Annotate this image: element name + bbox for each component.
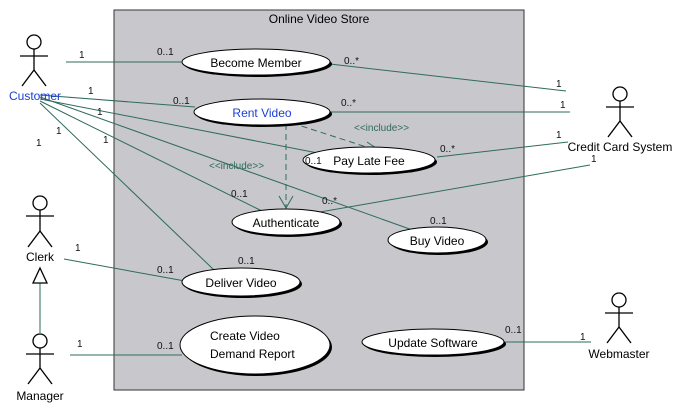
- multiplicity: 0..1: [157, 341, 174, 352]
- use-case-label-line1: Create Video: [210, 329, 280, 343]
- actor-label: Manager: [16, 389, 63, 403]
- actor-label: Credit Card System: [568, 140, 673, 154]
- include-label-authenticate: <<include>>: [209, 161, 264, 172]
- use-case-label: Update Software: [388, 336, 478, 350]
- include-label-pay-late-fee: <<include>>: [354, 123, 409, 134]
- generalization-arrowhead: [31, 266, 49, 284]
- use-case-create-video-demand-report[interactable]: Create Video Demand Report: [179, 315, 332, 376]
- actor-label: Webmaster: [588, 347, 649, 361]
- assoc-ccs-become-member: [329, 63, 567, 92]
- use-case-pay-late-fee[interactable]: Pay Late Fee: [302, 146, 437, 175]
- use-case-label: Become Member: [210, 56, 301, 70]
- multiplicity: 0..*: [341, 98, 356, 109]
- include-arrowhead-authenticate: [278, 195, 294, 209]
- multiplicity: 1: [56, 126, 62, 137]
- use-case-rent-video[interactable]: Rent Video: [193, 98, 332, 127]
- multiplicity: 1: [88, 86, 94, 97]
- actor-customer-icon: [20, 34, 48, 87]
- multiplicity: 1: [560, 100, 566, 111]
- multiplicity: 1: [556, 79, 562, 90]
- multiplicity-labels: 1 0..1 1 0..1 1 0..1 1 0..1 1 0..1 1 0..…: [36, 47, 597, 352]
- multiplicity: 1: [75, 243, 81, 254]
- assoc-clerk-deliver-video: [63, 258, 186, 282]
- actor-clerk-icon: [26, 195, 54, 248]
- assoc-customer-authenticate: [39, 100, 263, 212]
- use-case-update-software[interactable]: Update Software: [361, 328, 506, 357]
- multiplicity: 0..1: [173, 96, 190, 107]
- include-rent-pay-late-fee: [291, 122, 383, 153]
- actor-credit-card-system-icon: [606, 86, 634, 138]
- multiplicity: 1: [591, 154, 597, 165]
- multiplicity: 0..1: [305, 156, 322, 167]
- multiplicity: 0..*: [440, 144, 455, 155]
- assoc-customer-deliver-video: [39, 102, 215, 271]
- multiplicity: 1: [36, 138, 42, 149]
- actor-clerk[interactable]: Clerk: [26, 195, 55, 264]
- actor-label: Customer: [9, 89, 61, 103]
- multiplicity: 1: [580, 332, 586, 343]
- actor-manager[interactable]: Manager: [16, 333, 64, 403]
- multiplicity: 0..1: [157, 265, 174, 276]
- multiplicity: 0..1: [430, 216, 447, 227]
- actor-webmaster-icon: [605, 292, 633, 344]
- multiplicity: 1: [103, 135, 109, 146]
- assoc-customer-buy-video: [39, 96, 419, 233]
- generalization-manager-clerk: [31, 266, 49, 333]
- actor-webmaster[interactable]: Webmaster: [588, 292, 650, 361]
- actor-label: Clerk: [26, 250, 55, 264]
- use-case-label: Authenticate: [253, 216, 320, 230]
- system-boundary: [113, 9, 525, 391]
- multiplicity: 0..*: [322, 196, 337, 207]
- use-case-buy-video[interactable]: Buy Video: [387, 226, 488, 255]
- multiplicity: 0..1: [157, 47, 174, 58]
- use-case-label: Rent Video: [232, 106, 291, 120]
- assoc-customer-rent-video: [39, 94, 196, 108]
- multiplicity: 1: [77, 339, 83, 350]
- associations: [39, 61, 591, 356]
- actor-credit-card-system[interactable]: Credit Card System: [568, 86, 673, 154]
- use-case-label: Deliver Video: [205, 276, 276, 290]
- use-case-authenticate[interactable]: Authenticate: [231, 208, 342, 237]
- multiplicity: 1: [79, 50, 85, 61]
- multiplicity: 1: [556, 130, 562, 141]
- assoc-ccs-pay-late-fee: [436, 141, 569, 158]
- multiplicity: 0..1: [238, 256, 255, 267]
- multiplicity: 0..1: [231, 189, 248, 200]
- system-title: Online Video Store: [269, 12, 370, 26]
- use-case-label-line2: Demand Report: [210, 347, 295, 361]
- multiplicity: 1: [97, 107, 103, 118]
- use-case-deliver-video[interactable]: Deliver Video: [181, 267, 302, 298]
- actor-customer[interactable]: Customer: [9, 34, 61, 103]
- actor-manager-icon: [26, 333, 54, 385]
- use-case-label: Pay Late Fee: [333, 154, 405, 168]
- multiplicity: 0..1: [505, 325, 522, 336]
- multiplicity: 0..*: [344, 56, 359, 67]
- assoc-customer-pay-late-fee: [39, 98, 329, 156]
- use-case-label: Buy Video: [410, 234, 465, 248]
- assoc-ccs-authenticate: [319, 164, 591, 213]
- use-case-become-member[interactable]: Become Member: [181, 48, 332, 77]
